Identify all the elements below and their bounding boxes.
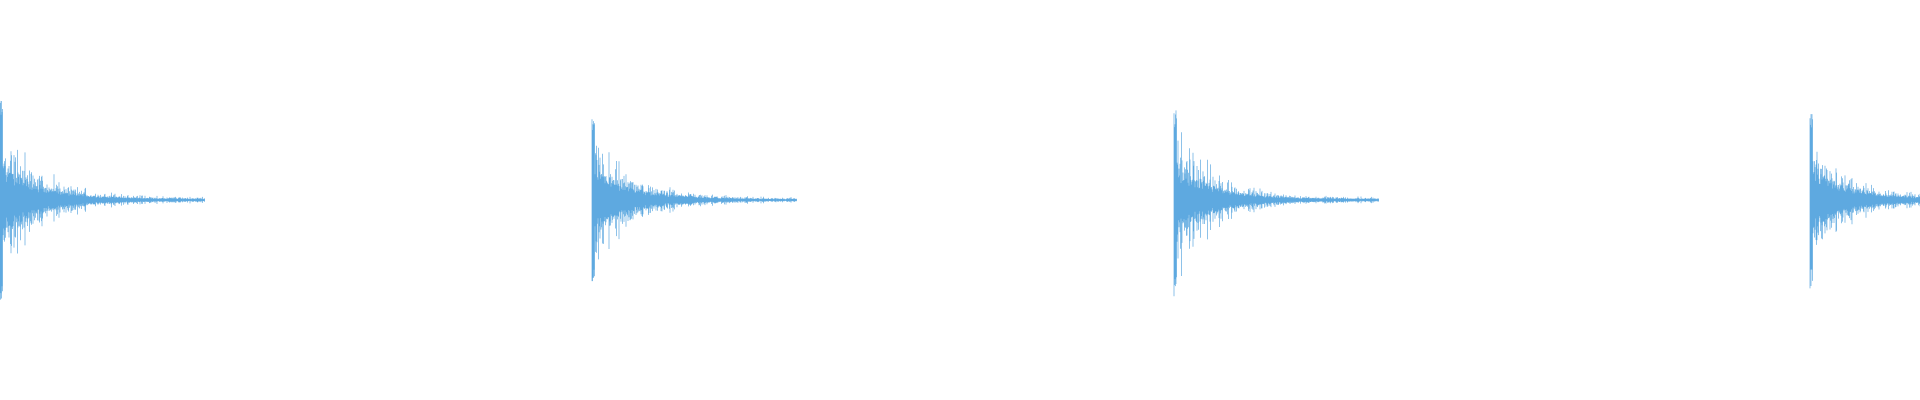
waveform-clip-2[interactable]	[591, 119, 797, 282]
waveform-clip-1[interactable]	[0, 100, 205, 300]
waveform-clips	[0, 100, 1920, 300]
waveform-clip-4[interactable]	[1809, 114, 1920, 289]
waveform-clip-3[interactable]	[1173, 110, 1379, 297]
